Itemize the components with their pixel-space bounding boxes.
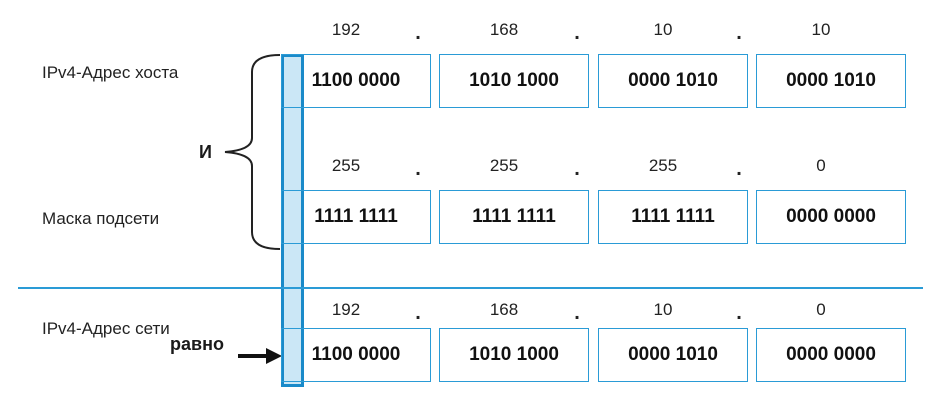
- network-octet-4-decimal: 0: [816, 300, 826, 319]
- network-octet-1-binary: 1100 0000: [281, 328, 431, 382]
- host-address-label: IPv4-Адрес хоста: [42, 63, 179, 82]
- host-dot-3: .: [736, 22, 742, 44]
- network-octet-1-decimal: 192: [331, 300, 361, 319]
- and-operator: И: [199, 142, 212, 162]
- mask-octet-1-binary: 1111 1111: [281, 190, 431, 244]
- mask-dot-2: .: [574, 158, 580, 180]
- network-octet-4-binary: 0000 0000: [756, 328, 906, 382]
- mask-octet-4-decimal: 0: [816, 156, 826, 175]
- mask-dot-3: .: [736, 158, 742, 180]
- network-address-label: IPv4-Адрес сети: [42, 319, 170, 338]
- mask-octet-4-binary: 0000 0000: [756, 190, 906, 244]
- host-octet-2-binary: 1010 1000: [439, 54, 589, 108]
- host-octet-1-binary: 1100 0000: [281, 54, 431, 108]
- host-octet-1-decimal: 192: [331, 20, 361, 39]
- equals-operator: равно: [170, 334, 224, 354]
- host-dot-1: .: [415, 22, 421, 44]
- network-dot-1: .: [415, 302, 421, 324]
- mask-octet-1-decimal: 255: [331, 156, 361, 175]
- host-octet-4-binary: 0000 1010: [756, 54, 906, 108]
- network-octet-3-decimal: 10: [653, 300, 673, 319]
- host-dot-2: .: [574, 22, 580, 44]
- host-octet-2-decimal: 168: [489, 20, 519, 39]
- host-octet-3-binary: 0000 1010: [598, 54, 748, 108]
- network-octet-2-binary: 1010 1000: [439, 328, 589, 382]
- mask-octet-3-binary: 1111 1111: [598, 190, 748, 244]
- mask-dot-1: .: [415, 158, 421, 180]
- network-octet-3-binary: 0000 1010: [598, 328, 748, 382]
- arrow-right-icon: [238, 348, 282, 364]
- subnet-mask-label: Маска подсети: [42, 209, 160, 228]
- network-dot-3: .: [736, 302, 742, 324]
- curly-brace: [224, 54, 281, 250]
- host-octet-4-decimal: 10: [811, 20, 831, 39]
- mask-octet-2-decimal: 255: [489, 156, 519, 175]
- result-divider: [18, 287, 923, 289]
- first-bit-highlight: [281, 54, 304, 387]
- host-octet-3-decimal: 10: [653, 20, 673, 39]
- mask-octet-2-binary: 1111 1111: [439, 190, 589, 244]
- network-octet-2-decimal: 168: [489, 300, 519, 319]
- mask-octet-3-decimal: 255: [648, 156, 678, 175]
- network-dot-2: .: [574, 302, 580, 324]
